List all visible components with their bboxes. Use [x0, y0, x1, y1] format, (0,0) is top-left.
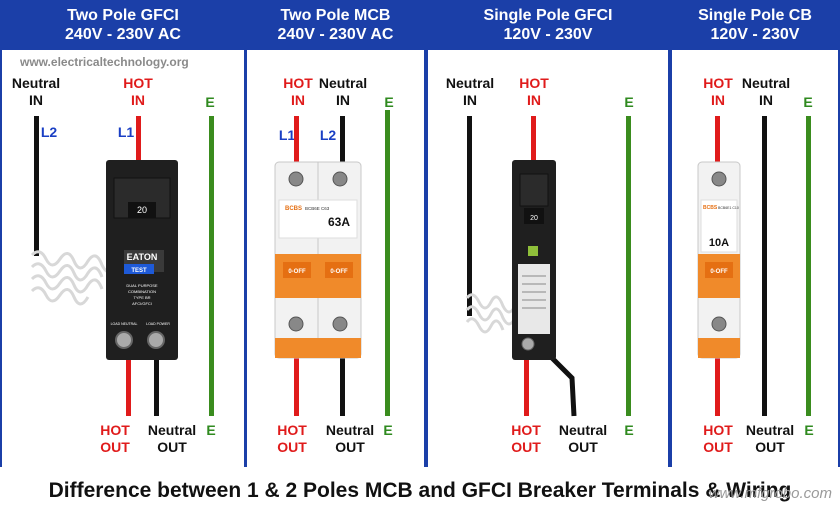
hot-out-wire: [524, 356, 529, 416]
panel-title: Single Pole CB: [698, 7, 812, 24]
mcb-rating-text: 63A: [328, 215, 350, 229]
hot-in-wire: [715, 116, 720, 176]
hot-in-wire: [136, 116, 141, 164]
earth-wire: [806, 116, 811, 416]
panel-header: Two Pole GFCI 240V - 230V AC: [2, 0, 244, 50]
two-pole-mcb-breaker: BCBS BCB6E C63 63A 0-OFF 0-OFF: [274, 161, 362, 359]
gfci-brand-text: EATON: [127, 252, 158, 262]
neutral-in-wire: [467, 116, 472, 316]
hot-out-wire: [715, 330, 720, 416]
panel-subtitle: 240V - 230V AC: [65, 26, 181, 43]
panel-two-pole-gfci: Two Pole GFCI 240V - 230V AC www.electri…: [2, 0, 244, 467]
earth-top-label: E: [803, 94, 813, 110]
footer: Difference between 1 & 2 Poles MCB and G…: [0, 467, 840, 510]
hot-out-wire: [294, 330, 299, 416]
footer-watermark: www.mfgrobo.com: [708, 485, 832, 502]
earth-wire: [385, 110, 390, 416]
panel-title: Two Pole GFCI: [67, 7, 179, 24]
cb-model-text: BCB6E1 C10: [718, 206, 739, 210]
l1-label: L1: [117, 124, 135, 140]
hot-out-wire: [126, 346, 131, 416]
panel-header: Single Pole CB 120V - 230V: [672, 0, 838, 50]
gfci-desc1-text: DUAL PURPOSE: [126, 283, 158, 288]
gfci-desc4-text: AFCI/GFCI: [132, 301, 152, 306]
earth-top-label: E: [205, 94, 215, 110]
gfci-rating-text: 20: [137, 205, 147, 215]
earth-wire: [626, 116, 631, 416]
panel-header: Two Pole MCB 240V - 230V AC: [247, 0, 424, 50]
hot-in-wire: [294, 116, 299, 176]
earth-wire: [209, 116, 214, 416]
neutral-wire: [762, 116, 767, 416]
panel-subtitle: 120V - 230V: [503, 26, 593, 43]
earth-bottom-label: E: [383, 422, 393, 438]
l2-label: L2: [319, 127, 337, 143]
mcb-switch1-text: 0-OFF: [288, 269, 306, 275]
coiled-neutral-pigtail: [465, 293, 517, 334]
panel-title: Two Pole MCB: [280, 7, 391, 24]
earth-top-label: E: [384, 94, 394, 110]
l1-label: L1: [278, 127, 296, 143]
panel-subtitle: 120V - 230V: [710, 26, 800, 43]
earth-bottom-label: E: [206, 422, 216, 438]
single-pole-cb-breaker: BCBS BCB6E1 C10 10A 0-OFF: [697, 161, 741, 359]
single-pole-gfci-breaker: 20: [512, 160, 556, 360]
gfci-desc3-text: TYPE BR: [133, 295, 150, 300]
panel-header: Single Pole GFCI 120V - 230V: [428, 0, 668, 50]
panel-subtitle: 240V - 230V AC: [277, 26, 394, 43]
coiled-neutral-pigtail: [30, 250, 113, 306]
mcb-switch2-text: 0-OFF: [330, 269, 348, 275]
earth-top-label: E: [624, 94, 634, 110]
cb-rating-text: 10A: [709, 237, 729, 249]
two-pole-gfci-breaker: 20 EATON TEST DUAL PURPOSE COMBINATION T…: [106, 160, 178, 360]
gfci-rating-text: 20: [530, 215, 538, 222]
neutral-in-wire: [34, 116, 39, 256]
cb-switch-text: 0-OFF: [710, 269, 728, 275]
l2-label: L2: [40, 124, 58, 140]
mcb-model-text: BCB6E C63: [305, 206, 330, 211]
footer-title: Difference between 1 & 2 Poles MCB and G…: [48, 479, 792, 502]
neutral-out-wire: [154, 346, 159, 416]
earth-bottom-label: E: [624, 422, 634, 438]
gfci-test-button-text: TEST: [131, 268, 147, 274]
neutral-out-wire: [340, 330, 345, 416]
watermark-text: www.electricaltechnology.org: [20, 55, 189, 69]
gfci-term1-text: LOAD NEUTRAL: [111, 322, 138, 326]
cb-brand-text: BCBS: [703, 205, 718, 211]
neutral-in-wire: [340, 116, 345, 176]
hot-in-wire: [531, 116, 536, 164]
gfci-desc2-text: COMBINATION: [128, 289, 156, 294]
mcb-brand-text: BCBS: [285, 206, 302, 212]
gfci-term2-text: LOAD POWER: [146, 322, 170, 326]
earth-bottom-label: E: [804, 422, 814, 438]
panel-title: Single Pole GFCI: [483, 7, 613, 24]
